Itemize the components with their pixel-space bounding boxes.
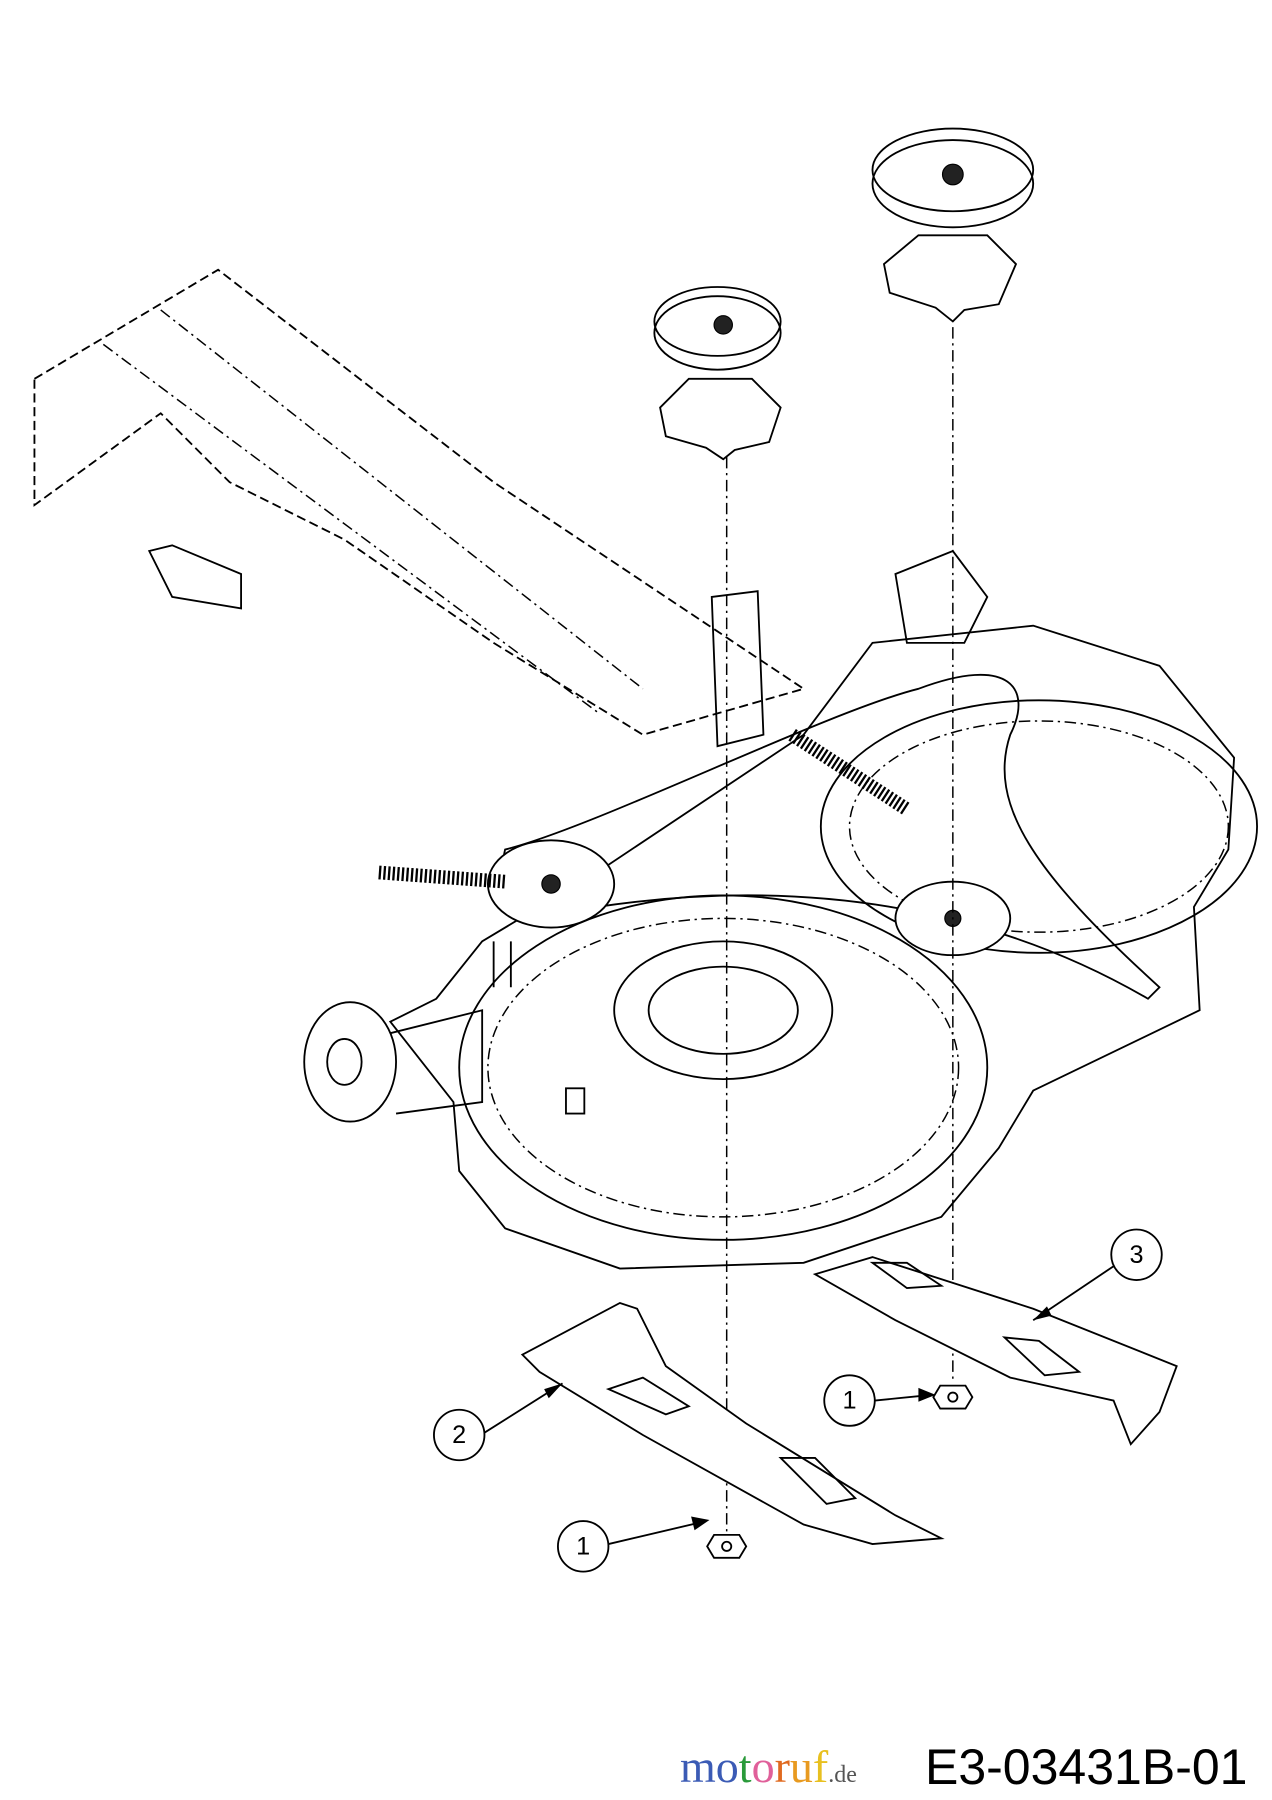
watermark-letter: o: [751, 1741, 775, 1792]
spindle-assembly-right: [871, 127, 1035, 323]
watermark-suffix: .de: [828, 1762, 857, 1788]
watermark-letter: t: [738, 1741, 752, 1792]
watermark-letter: u: [789, 1741, 813, 1792]
callout-2[interactable]: 2: [433, 1382, 564, 1462]
blade-nut-right: [932, 1384, 974, 1410]
spindle-assembly-left: [653, 286, 782, 461]
blade-left: [520, 1301, 945, 1545]
watermark-letter: f: [812, 1741, 829, 1792]
callout-number: 3: [1129, 1241, 1143, 1269]
watermark-letter: m: [680, 1741, 716, 1792]
chute-tab: [147, 544, 242, 610]
mower-deck: [388, 624, 1236, 1270]
watermark-logo: motoruf.de: [680, 1740, 857, 1793]
blade-right: [812, 1256, 1178, 1446]
gauge-wheel: [303, 1001, 397, 1123]
discharge-chute: [33, 268, 806, 736]
watermark-letter: o: [715, 1741, 739, 1792]
drive-belt: [502, 673, 1161, 1000]
blade-nut-left: [706, 1533, 748, 1559]
callout-number: 2: [452, 1421, 466, 1449]
grease-fitting: [565, 1087, 586, 1115]
watermark-letter: r: [774, 1741, 790, 1792]
callout-1-right[interactable]: 1: [823, 1374, 936, 1427]
callout-3[interactable]: 3: [1032, 1228, 1163, 1321]
callout-number: 1: [842, 1387, 856, 1415]
tension-spring-left: [378, 865, 506, 889]
drawing-code: E3-03431B-01: [925, 1739, 1248, 1795]
callout-1-left[interactable]: 1: [557, 1516, 710, 1573]
callout-number: 1: [576, 1532, 590, 1560]
